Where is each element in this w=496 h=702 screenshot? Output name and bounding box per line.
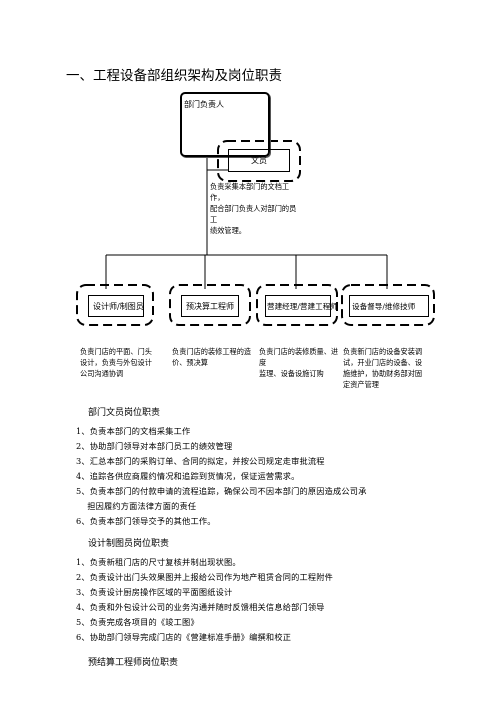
unit-4-dashed-frame [341,284,435,326]
unit-box-construction [265,295,331,317]
list-item: 4、追踪各供应商履约情况和追踪到货情况，保证运营需求。 [76,471,300,481]
page-heading: 一、工程设备部组织架构及岗位职责 [66,68,282,84]
list-item: 6、负责本部门领导交予的其他工作。 [76,516,216,526]
head-label: 部门负责人 [184,100,224,109]
unit-box-equipment [349,295,429,317]
list-item: 1、负责本部门的文档采集工作 [76,426,191,436]
list-item: 2、协助部门领导对本部门员工的绩效管理 [76,441,233,451]
list-item: 1、负责新租门店的尺寸复核并制出现状图。 [76,557,241,567]
unit-desc-construction: 负责门店的装修质量、进度 监理、设备设施订购 [259,347,339,378]
clerk-label: 文员 [251,156,267,165]
clerk-desc: 负责采集本部门的文档工作， 配合部门负责人对部门的员工 绩效管理。 [210,182,297,235]
unit-box-budget [181,295,239,317]
unit-desc-budget: 负责门店的装修工程的造 价、预决算 [172,347,252,367]
section-title-budget: 预结算工程师岗位职责 [88,658,179,668]
list-item: 4、负责和外包设计公司的业务沟通并随时反馈相关信息给部门领导 [76,602,325,612]
clerk-dashed-frame [217,140,301,182]
list-item: 3、负责设计厨房操作区域的平面图纸设计 [76,587,233,597]
section-title-designer: 设计制图员岗位职责 [88,539,170,549]
unit-label-equipment: 设备督导/维修技师 [352,302,416,311]
unit-label-designer: 设计师/制图员 [93,302,144,311]
unit-desc-designer: 负责门店的平面、门头 设计，负责与外包设计 公司沟通协调 [80,347,152,378]
section-title-clerk: 部门文员岗位职责 [88,408,161,418]
clerk-box [228,149,290,172]
head-box [180,92,270,157]
unit-label-construction: 营建经理/营建工程师 [267,302,338,311]
list-item: 5、负责本部门的付款申请的流程追踪，确保公司不因本部门的原因造成公司承 [76,486,367,496]
unit-1-dashed-frame [76,284,154,326]
unit-2-dashed-frame [169,284,251,326]
list-item: 担因履约方面法律方面的责任 [76,501,197,511]
list-item: 2、负责设计出门头效果图并上报给公司作为地产租赁合同的工程附件 [76,572,334,582]
list-item: 3、汇总本部门的采购订单、合同的拟定，并按公司规定走审批流程 [76,456,325,466]
unit-3-dashed-frame [256,284,338,326]
list-item: 6、协助部门领导完成门店的《营建标准手册》编撰和校正 [76,632,292,642]
list-item: 5、负责完成各项目的《竣工图》 [76,617,199,627]
unit-desc-equipment: 负责新门店的设备安装调 试，开业门店的设备、设 施维护，协助财务部对固 定资产管… [343,347,423,389]
unit-label-budget: 预决算工程师 [186,302,234,311]
unit-box-designer [88,295,144,317]
